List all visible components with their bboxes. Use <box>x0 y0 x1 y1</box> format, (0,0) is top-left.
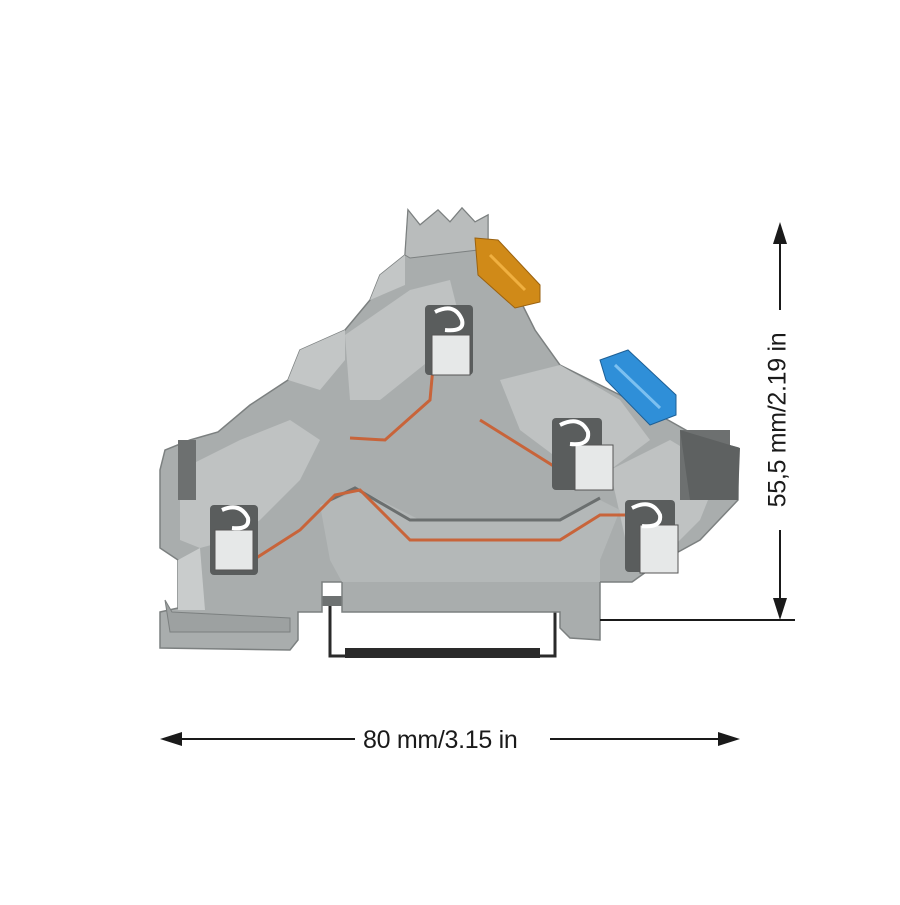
blue-marker-icon <box>599 349 677 426</box>
spring-clamp-left <box>210 505 258 575</box>
spring-clamp-icon <box>210 305 679 575</box>
arrow-right-icon <box>718 732 740 746</box>
orange-marker-icon <box>474 237 541 309</box>
width-dimension-label: 80 mm/3.15 in <box>357 726 524 755</box>
spring-clamp-right <box>625 500 679 574</box>
spring-clamp-top <box>425 305 473 376</box>
housing-body <box>159 206 739 651</box>
height-dimension <box>600 222 795 621</box>
arrow-down-icon <box>773 598 787 620</box>
arrow-left-icon <box>160 732 182 746</box>
spring-clamp-mid-right <box>552 418 614 491</box>
width-dimension <box>160 732 740 746</box>
terminal-block-icon <box>159 206 740 651</box>
height-dimension-label: 55,5 mm/2.19 in <box>763 326 793 514</box>
arrow-up-icon <box>773 222 787 244</box>
